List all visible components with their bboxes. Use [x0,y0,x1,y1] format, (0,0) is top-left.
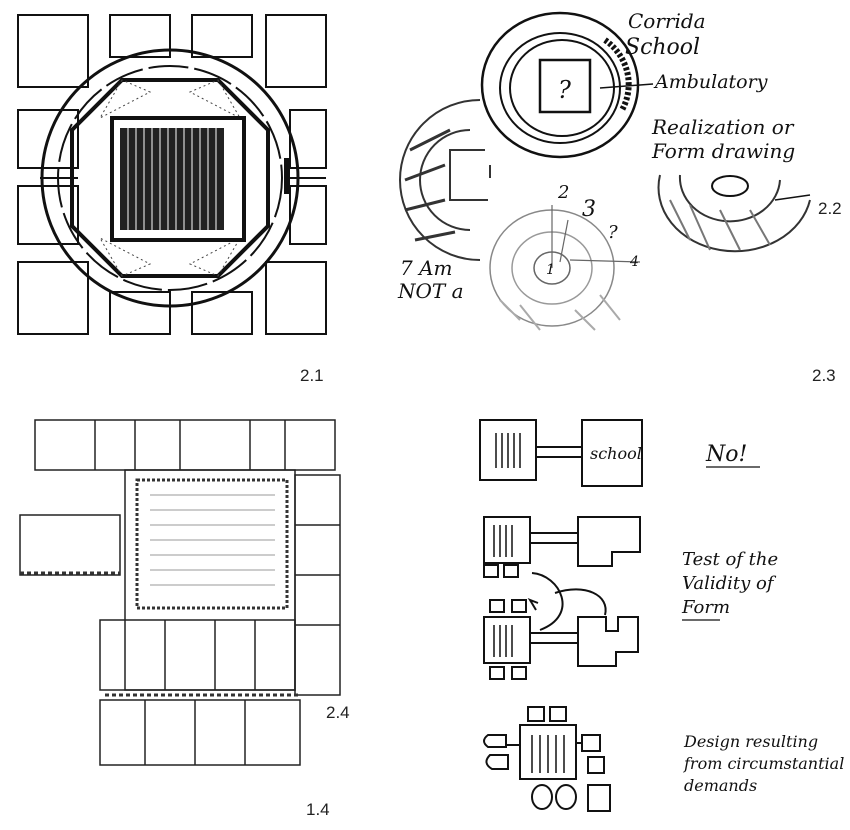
design-line-3: demands [684,776,757,795]
design-line-1: Design resulting [683,732,818,751]
realization-line-1: Realization or [651,115,795,139]
sketch-1-4-drawing: school No! Test of the Validity of Form … [479,419,844,812]
room-n2 [191,14,253,58]
label-ambulatory: Ambulatory [653,71,768,93]
room-sw [17,261,89,335]
num-4: 4 [629,254,639,270]
figure-label-2-4: 2.4 [326,703,350,722]
room-s1 [109,291,171,335]
room-w2 [17,185,79,245]
test-line-2: Validity of [682,573,777,594]
sketch-1-4: school No! Test of the Validity of Form … [470,405,850,825]
label-school: School [625,35,700,60]
sketch-collage: 7 Am NOT a ? Corrida School Ambulatory R… [397,0,850,342]
realization-line-2: Form drawing [651,139,795,163]
note-line-1: 7 Am [400,256,453,280]
design-line-2: from circumstantial [683,754,844,773]
room-e2 [289,185,327,245]
room-se [265,261,327,335]
label-school-box: school [590,444,642,463]
num-question: ? [608,222,618,243]
num-2: 2 [557,182,569,203]
note-line-2: NOT a [397,279,464,303]
test-line-1: Test of the [682,549,778,570]
room-w1 [17,109,79,169]
sketch-numbered-circle: 2 3 ? 1 4 [488,178,648,342]
num-1: 1 [546,262,555,278]
label-corridor: Corrida [628,9,706,33]
room-s2 [191,291,253,335]
plan-2-4-drawing [19,419,341,766]
figure-label-2-3: 2.3 [812,366,836,385]
room-nw [17,14,89,88]
plan-2-1-drawing [17,14,327,335]
figure-label-2-2: 2.2 [818,199,842,218]
label-no: No! [705,442,747,467]
sketch-2-2-2-3: 7 Am NOT a ? Corrida School Ambulatory R… [390,0,850,360]
sketch-school-circle: ? Corrida School Ambulatory Realization … [480,0,850,165]
figure-label-1-4: 1.4 [306,800,330,819]
room-e1 [289,109,327,169]
question-mark: ? [558,76,571,104]
sketch-right-circle [657,174,811,253]
test-line-3: Form [681,597,730,618]
plan-2-1 [0,0,330,340]
plan-2-4 [15,415,345,775]
sketch-left-circle [399,99,491,261]
num-3: 3 [582,197,596,222]
figure-label-2-1: 2.1 [300,366,324,385]
room-ne [265,14,327,88]
